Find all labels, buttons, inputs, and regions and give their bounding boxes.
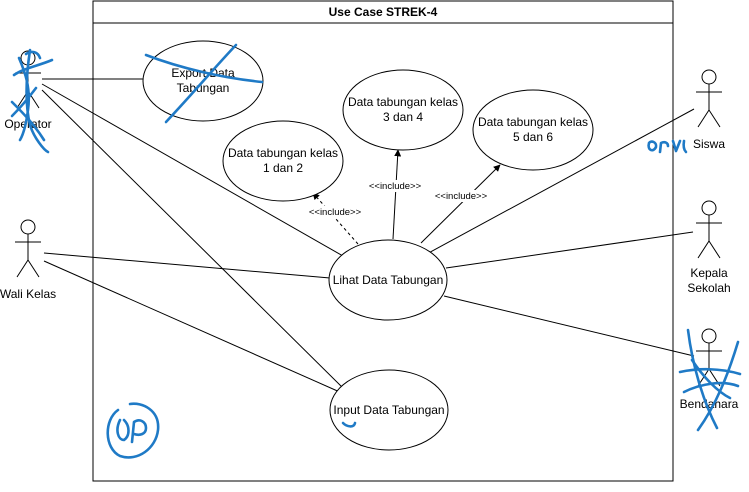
scribble-operator [10,48,54,154]
assoc-kepala-lihat [445,231,694,269]
actor-label: Siswa [693,137,725,151]
use-case-label: 1 dan 2 [263,161,303,175]
include-relations: <<include>> <<include>> <<include>> [305,149,501,245]
scribble-siswa [647,139,688,154]
svg-text:<<include>>: <<include>> [309,207,362,218]
scribble-input [341,421,357,428]
use-case-input[interactable]: Input Data Tabungan [329,369,449,451]
use-case-label: Lihat Data Tabungan [333,273,444,287]
actor-label: Bendahara [680,397,739,411]
include-arrow-kelas34 [392,149,402,240]
use-case-label: 3 dan 4 [383,110,423,124]
assoc-operator-lihat [41,83,344,257]
use-case-lihat[interactable]: Lihat Data Tabungan [328,239,448,321]
use-case-label: 5 dan 6 [513,130,553,144]
include-label-kelas34: <<include>> [365,180,426,192]
pen-annotations [10,43,742,459]
use-case-label: Data tabungan kelas [478,115,588,129]
use-case-label: Tabungan [177,81,230,95]
stick-figure-icon [696,200,722,259]
svg-text:<<include>>: <<include>> [369,181,422,192]
assoc-bendahara-lihat [443,295,695,357]
use-case-kelas56[interactable]: Data tabungan kelas 5 dan 6 [472,89,594,171]
stick-figure-icon [15,219,41,278]
use-case-kelas34[interactable]: Data tabungan kelas 3 dan 4 [342,69,464,151]
include-label-kelas12: <<include>> [305,206,366,218]
actor-siswa[interactable]: Siswa [693,69,725,151]
actor-label: Wali Kelas [0,287,56,301]
actor-bendahara[interactable]: Bendahara [680,328,739,411]
use-case-label: Input Data Tabungan [333,403,444,417]
scribble-bendahara [678,328,742,432]
use-case-label: Data tabungan kelas [348,95,458,109]
system-boundary-header [92,0,674,24]
use-case-label: Data tabungan kelas [228,146,338,160]
assoc-wali-input [43,260,343,394]
svg-text:<<include>>: <<include>> [435,191,488,202]
assoc-operator-input [41,89,346,391]
actor-label: Sekolah [687,281,730,295]
actor-label: Operator [4,117,51,131]
associations [41,78,695,394]
assoc-siswa-lihat [422,108,695,257]
assoc-wali-lihat [43,252,331,279]
actor-label: Kepala [690,266,728,280]
stick-figure-icon [696,328,722,387]
include-label-kelas56: <<include>> [431,190,492,202]
system-boundary: Use Case STREK-4 [92,0,674,482]
scribble-op [106,402,160,459]
stick-figure-icon [696,69,722,128]
include-arrow-kelas56 [420,164,501,244]
system-title: Use Case STREK-4 [329,5,438,19]
actor-wali-kelas[interactable]: Wali Kelas [0,219,56,301]
scribble-export [144,43,264,124]
actor-kepala-sekolah[interactable]: Kepala Sekolah [687,200,731,295]
include-arrow-kelas12 [312,192,359,245]
use-case-kelas12[interactable]: Data tabungan kelas 1 dan 2 [222,120,344,202]
